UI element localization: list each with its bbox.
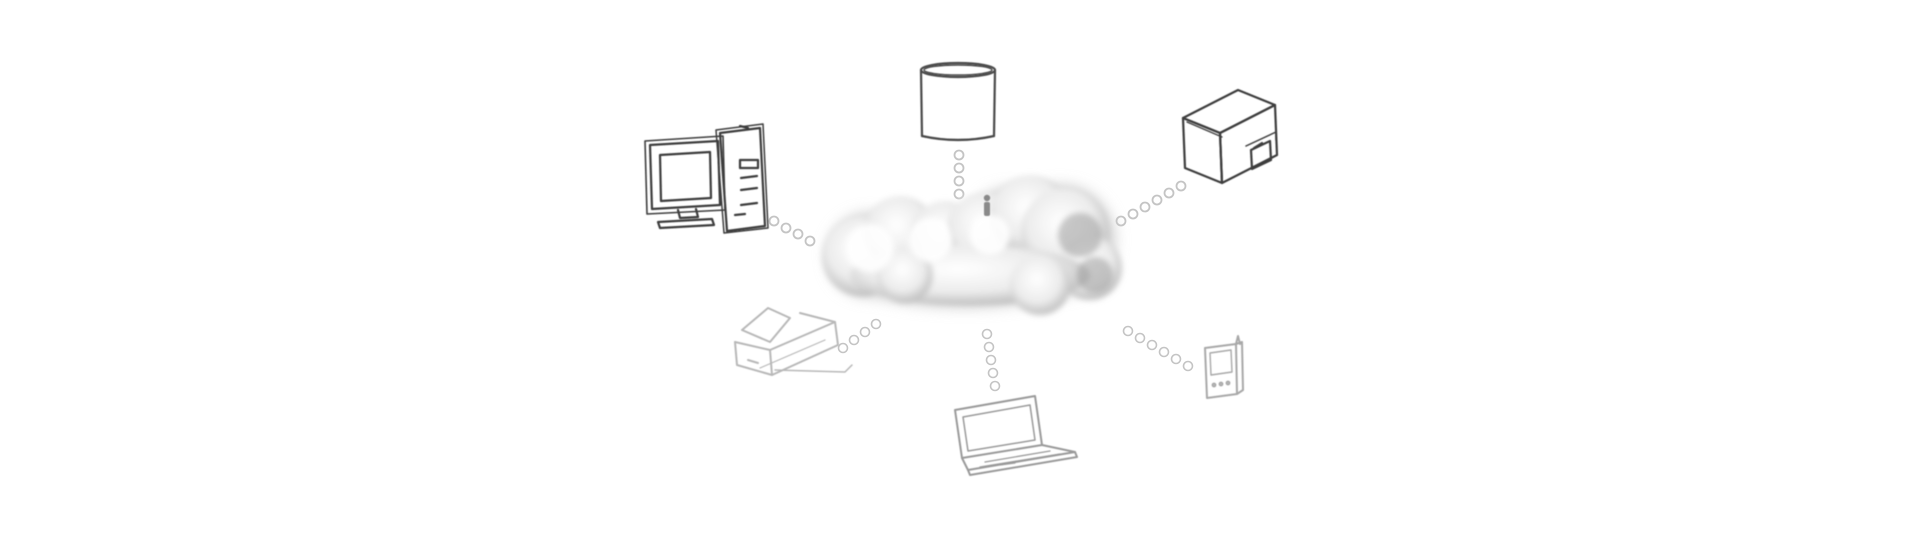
cloud-icon [822,175,1122,315]
connector-server [1115,180,1187,227]
connector-phone [1122,325,1194,372]
desktop-computer-icon [644,123,769,234]
connector-desktop [768,215,816,247]
laptop-icon [954,395,1078,476]
connector-laptop [981,328,1001,392]
printer-icon [734,307,853,376]
server-icon [1181,88,1279,185]
database-icon [919,61,997,142]
connector-database [953,149,965,200]
connector-printer [837,318,882,354]
mobile-phone-icon [1204,335,1244,399]
